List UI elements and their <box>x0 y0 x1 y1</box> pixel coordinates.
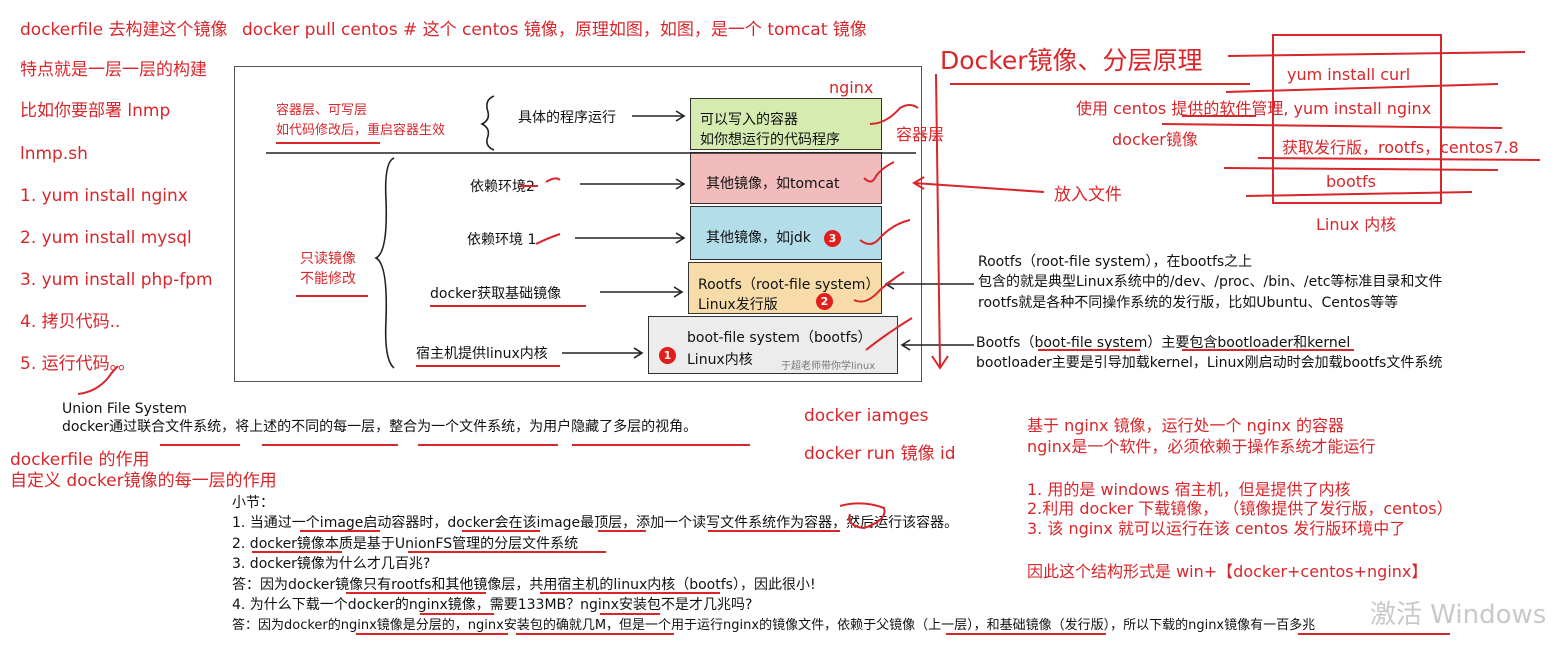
rootfs-desc-3: rootfs就是各种不同操作系统的发行版，比如Ubuntu、Centos等等 <box>978 295 1399 311</box>
layer-container-line1: 可以写入的容器 <box>700 112 798 128</box>
step-4: 4. 拷贝代码.. <box>20 312 121 332</box>
diagram-frame <box>234 66 922 382</box>
put-file-label: 放入文件 <box>1054 185 1122 205</box>
readonly-label-2: 不能修改 <box>300 271 356 287</box>
brace-readonly <box>374 157 395 369</box>
bootfs-label: bootfs <box>1326 172 1376 191</box>
windows-watermark: 激活 Windows <box>1370 600 1547 630</box>
bootfs-desc-1: Bootfs（boot-file system）主要包含bootloader和k… <box>976 335 1351 351</box>
red-annotations <box>77 51 1541 635</box>
step-1: 1. yum install nginx <box>20 186 188 206</box>
layer-bootfs: boot-file system（bootfs） Linux内核 于超老师带你学… <box>648 316 898 374</box>
summary-line-2: 2. docker镜像本质是基于UnionFS管理的分层文件系统 <box>232 536 579 552</box>
layer-container-line2: 如你想运行的代码程序 <box>700 132 840 148</box>
layer-tomcat: 其他镜像，如tomcat <box>690 152 882 204</box>
badge-3: 3 <box>824 230 841 247</box>
nginx-label: nginx <box>829 78 874 97</box>
layer-bootfs-line2: Linux内核 <box>687 352 753 368</box>
layer-box-outline <box>1272 34 1442 204</box>
put-file-arrow <box>912 176 1045 193</box>
top-header: docker pull centos # 这个 centos 镜像，原理如图，如… <box>242 20 867 40</box>
note-line-2: 特点就是一层一层的构建 <box>20 60 207 80</box>
mid-label-dep2: 依赖环境2 <box>470 179 535 195</box>
layer-bootfs-line1: boot-file system（bootfs） <box>687 330 872 346</box>
readonly-label-1: 只读镜像 <box>300 251 356 267</box>
rootfs-desc-2: 包含的就是典型Linux系统中的/dev、/proc、/bin、/etc等标准目… <box>978 274 1443 290</box>
cmd-images: docker iamges <box>804 406 929 426</box>
nginx-explain-2: nginx是一个软件，必须依赖于操作系统才能运行 <box>1027 437 1376 456</box>
get-release: 获取发行版，rootfs，centos7.8 <box>1282 138 1519 157</box>
union-fs-desc: docker通过联合文件系统，将上述的不同的每一层，整合为一个文件系统，为用户隐… <box>62 419 698 435</box>
nginx-point-1: 1. 用的是 windows 宿主机，但是提供了内核 <box>1027 480 1351 499</box>
step-5: 5. 运行代码。。 <box>20 354 136 374</box>
summary-line-3: 3. docker镜像为什么才几百兆? <box>232 556 431 572</box>
red-vertical-arrow <box>935 73 941 369</box>
summary-line-5: 4. 为什么下载一个docker的nginx镜像，需要133MB？nginx安装… <box>232 597 753 613</box>
note-line-4: lnmp.sh <box>20 144 88 164</box>
small-watermark: 于超老师带你学linux <box>781 361 876 372</box>
container-layer-right-label: 容器层 <box>896 125 945 144</box>
note-line-3: 比如你要部署 lnmp <box>20 101 171 121</box>
linux-kernel-label: Linux 内核 <box>1316 215 1397 234</box>
bootfs-desc-2: bootloader主要是引导加载kernel，Linux刚启动时会加载boot… <box>976 355 1443 371</box>
step-3: 3. yum install php-fpm <box>20 270 213 290</box>
docker-image-label: docker镜像 <box>1112 130 1198 149</box>
mid-label-base-image: docker获取基础镜像 <box>430 286 562 302</box>
layer-tomcat-label: 其他镜像，如tomcat <box>706 176 840 192</box>
mid-label-program: 具体的程序运行 <box>518 110 616 126</box>
right-title: Docker镜像、分层原理 <box>940 46 1203 75</box>
layer-jdk: 其他镜像，如jdk <box>690 206 882 260</box>
mid-label-dep1: 依赖环境 1 <box>467 232 537 248</box>
badge-2: 2 <box>816 293 833 310</box>
circle-container <box>839 502 886 530</box>
rootfs-desc-1: Rootfs（root-file system），在bootfs之上 <box>978 254 1253 270</box>
centos-nginx: 使用 centos 提供的软件管理, yum install nginx <box>1076 99 1432 118</box>
cmd-run: docker run 镜像 id <box>804 444 956 464</box>
union-fs-title: Union File System <box>62 401 187 417</box>
dockerfile-role-2: 自定义 docker镜像的每一层的作用 <box>10 471 277 491</box>
mid-label-kernel: 宿主机提供linux内核 <box>416 346 548 362</box>
summary-line-1: 1. 当通过一个image启动容器时，docker会在该image最顶层，添加一… <box>232 515 959 531</box>
container-layer-note: 如代码修改后，重启容器生效 <box>276 123 446 138</box>
nginx-point-3: 3. 该 nginx 就可以运行在该 centos 发行版环境中了 <box>1027 519 1406 538</box>
yum-curl: yum install curl <box>1287 65 1411 84</box>
nginx-point-2: 2.利用 docker 下载镜像， （镜像提供了发行版，centos） <box>1027 499 1453 518</box>
summary-heading: 小节： <box>232 495 274 511</box>
layer-jdk-label: 其他镜像，如jdk <box>706 230 811 246</box>
badge-1: 1 <box>659 347 676 364</box>
layer-rootfs: Rootfs（root-file system） Linux发行版 <box>688 262 882 314</box>
container-layer-label: 容器层、可写层 <box>276 103 368 118</box>
note-line-1: dockerfile 去构建这个镜像 <box>20 20 228 40</box>
brace-top <box>480 95 495 151</box>
step-2: 2. yum install mysql <box>20 228 192 248</box>
diagram-arrows <box>266 95 974 369</box>
nginx-conclusion: 因此这个结构形式是 win+【docker+centos+nginx】 <box>1027 562 1428 581</box>
layer-rootfs-line1: Rootfs（root-file system） <box>698 277 880 293</box>
layer-rootfs-line2: Linux发行版 <box>698 297 778 313</box>
layer-container: 可以写入的容器 如你想运行的代码程序 <box>690 98 882 150</box>
dockerfile-role-1: dockerfile 的作用 <box>10 450 150 470</box>
nginx-explain-1: 基于 nginx 镜像，运行处一个 nginx 的容器 <box>1027 416 1345 435</box>
summary-line-4: 答：因为docker镜像只有rootfs和其他镜像层，共用宿主机的linux内核… <box>232 577 816 593</box>
summary-line-6: 答：因为docker的nginx镜像是分层的，nginx安装包的确就几M，但是一… <box>232 618 1316 633</box>
